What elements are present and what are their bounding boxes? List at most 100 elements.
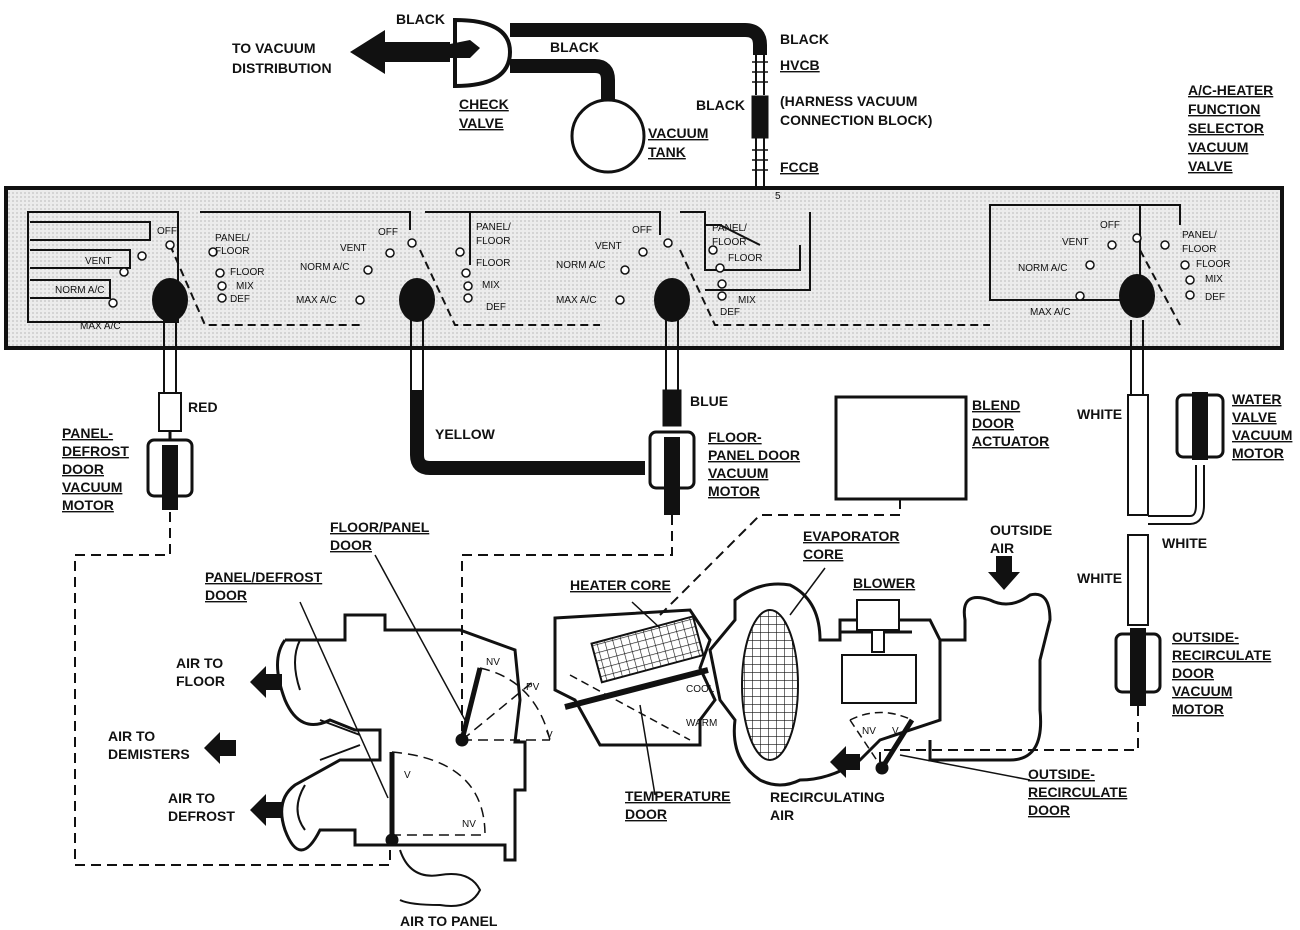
pos-mix-2: MIX <box>482 280 500 291</box>
blend-door-actuator <box>834 395 968 501</box>
black-hose-top <box>510 23 767 55</box>
yellow-hose <box>410 390 645 475</box>
label-fp-motor-4: MOTOR <box>708 483 760 499</box>
pos-panel-4: PANEL/ <box>1182 230 1217 241</box>
outside-recirc-motor <box>1114 628 1162 706</box>
pos-max-2: MAX A/C <box>296 295 337 306</box>
label-valve: VALVE <box>459 115 504 131</box>
vacuum-supply <box>350 17 769 195</box>
pos-panel-2: PANEL/ <box>476 222 511 233</box>
pos-panel-1: PANEL/ <box>215 233 250 244</box>
pos-max-3: MAX A/C <box>556 295 597 306</box>
label-air-floor-2: FLOOR <box>176 673 225 689</box>
marker-nv-2: NV <box>462 819 476 830</box>
label-or-motor-5: MOTOR <box>1172 701 1224 717</box>
label-or-motor-4: VACUUM <box>1172 683 1232 699</box>
label-water-3: VACUUM <box>1232 427 1292 443</box>
label-port-5: 5 <box>775 191 781 202</box>
pos-floor-4: FLOOR <box>1196 259 1230 270</box>
label-recirc-air-2: AIR <box>770 807 794 823</box>
selector-panel <box>4 186 1284 350</box>
label-or-motor-2: RECIRCULATE <box>1172 647 1271 663</box>
leaders <box>299 554 1031 799</box>
marker-v-3: V <box>892 726 899 737</box>
pos-def-2: DEF <box>486 302 506 313</box>
label-pd-motor-1: PANEL- <box>62 425 113 441</box>
air-to-defrost-arrow <box>250 794 282 826</box>
pos-floor-label-4: FLOOR <box>1182 244 1216 255</box>
label-white-2: WHITE <box>1162 535 1207 551</box>
label-selector-2: FUNCTION <box>1188 101 1260 117</box>
vacuum-motors <box>146 392 1225 706</box>
label-fp-door-2: DOOR <box>330 537 372 553</box>
valve-knob-3 <box>654 278 690 322</box>
label-outside-air-1: OUTSIDE <box>990 522 1052 538</box>
pos-mix-1: MIX <box>236 281 254 292</box>
pos-panel-3: PANEL/ <box>712 223 747 234</box>
pos-vent-2: VENT <box>340 243 367 254</box>
vacuum-tank <box>570 98 646 174</box>
label-or-door-2: RECIRCULATE <box>1028 784 1127 800</box>
label-water-2: VALVE <box>1232 409 1277 425</box>
label-black-mid: BLACK <box>550 39 599 55</box>
floor-panel-motor <box>648 430 696 515</box>
outside-air-arrow <box>988 556 1020 590</box>
label-pd-door-2: DOOR <box>205 587 247 603</box>
pos-floor-label-2: FLOOR <box>476 236 510 247</box>
label-pd-motor-2: DEFROST <box>62 443 129 459</box>
label-selector-5: VALVE <box>1188 158 1233 174</box>
label-blend-2: DOOR <box>972 415 1014 431</box>
black-hose-tank <box>510 59 615 100</box>
label-water-1: WATER <box>1232 391 1282 407</box>
label-selector-4: VACUUM <box>1188 139 1248 155</box>
label-outside-air-2: AIR <box>990 540 1014 556</box>
valve-knob-1 <box>152 278 188 322</box>
hvac-case <box>276 582 1052 907</box>
outside-recirc-door-blade <box>879 718 915 770</box>
pos-vent-4: VENT <box>1062 237 1089 248</box>
air-to-demisters-arrow <box>204 732 236 764</box>
text-labels: TO VACUUM DISTRIBUTION BLACK BLACK BLACK… <box>55 11 1292 929</box>
linkages <box>74 499 1139 866</box>
label-harness-1: (HARNESS VACUUM <box>780 93 917 109</box>
label-selector-1: A/C-HEATER <box>1188 82 1273 98</box>
label-temp-door-1: TEMPERATURE <box>625 788 731 804</box>
to-distribution-arrow <box>350 30 450 74</box>
label-or-door-3: DOOR <box>1028 802 1070 818</box>
label-or-motor-1: OUTSIDE- <box>1172 629 1239 645</box>
pos-off-3: OFF <box>632 225 652 236</box>
label-check: CHECK <box>459 96 509 112</box>
label-blue: BLUE <box>690 393 728 409</box>
label-black-right: BLACK <box>780 31 829 47</box>
marker-nv-1: NV <box>486 657 500 668</box>
air-to-floor-arrow <box>250 666 282 698</box>
blower <box>840 599 917 704</box>
pos-norm-2: NORM A/C <box>300 262 349 273</box>
marker-warm: WARM <box>686 718 717 729</box>
marker-nv-3: NV <box>862 726 876 737</box>
pos-vent-1: VENT <box>85 256 112 267</box>
pos-def-1: DEF <box>230 294 250 305</box>
label-pd-motor-3: DOOR <box>62 461 104 477</box>
marker-v-2: V <box>404 770 411 781</box>
label-pd-motor-4: VACUUM <box>62 479 122 495</box>
label-fccb: FCCB <box>780 159 819 175</box>
floor-panel-door-blade <box>459 667 483 741</box>
label-pd-motor-5: MOTOR <box>62 497 114 513</box>
label-yellow: YELLOW <box>435 426 496 442</box>
label-air-demist-2: DEMISTERS <box>108 746 190 762</box>
pos-norm-4: NORM A/C <box>1018 263 1067 274</box>
label-pd-door-1: PANEL/DEFROST <box>205 569 323 585</box>
pos-off-1: OFF <box>157 226 177 237</box>
selector-valve <box>4 186 1284 395</box>
label-hvcb: HVCB <box>780 57 820 73</box>
label-blend-1: BLEND <box>972 397 1020 413</box>
label-black-hv: BLACK <box>696 97 745 113</box>
label-vacuum-tank-2: TANK <box>648 144 686 160</box>
label-evap-2: CORE <box>803 546 843 562</box>
panel-defrost-motor <box>146 438 194 510</box>
label-harness-2: CONNECTION BLOCK) <box>780 112 932 128</box>
label-air-panel: AIR TO PANEL <box>400 913 498 929</box>
pos-norm-3: NORM A/C <box>556 260 605 271</box>
valve-knob-4 <box>1119 274 1155 318</box>
